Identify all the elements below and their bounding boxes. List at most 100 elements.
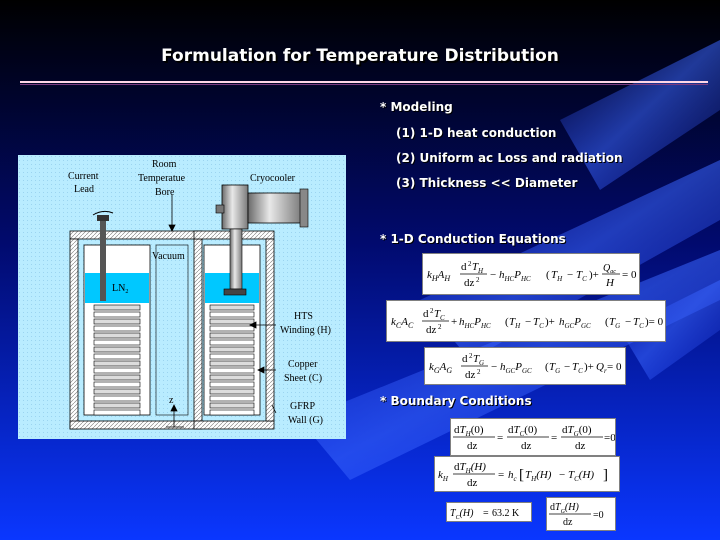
modeling-item-3: (3) Thickness << Diameter xyxy=(396,176,578,190)
winding-plate xyxy=(209,367,255,374)
label-cryocooler: Cryocooler xyxy=(250,173,296,184)
label-ln2: LN2 xyxy=(112,283,128,295)
winding-plate xyxy=(209,304,255,311)
svg-text:=: = xyxy=(483,508,489,519)
winding-plate xyxy=(93,402,141,409)
label-gfrp-2: Wall (G) xyxy=(288,415,323,426)
svg-text:=: = xyxy=(551,432,557,444)
svg-text:hGCPGC: hGCPGC xyxy=(559,316,591,330)
svg-text:dTG(H): dTG(H) xyxy=(550,502,579,515)
label-hts-2: Winding (H) xyxy=(280,325,331,336)
svg-text:(: ( xyxy=(546,269,550,281)
label-bore-1: Room xyxy=(152,159,177,170)
winding-plate xyxy=(93,325,141,332)
svg-text:(: ( xyxy=(545,361,549,373)
winding-plate xyxy=(93,339,141,346)
right-winding xyxy=(209,304,255,416)
current-lead xyxy=(92,210,114,301)
conduction-heading: * 1-D Conduction Equations xyxy=(380,232,566,246)
winding-plate xyxy=(209,360,255,367)
svg-text:+: + xyxy=(451,316,457,328)
winding-plate xyxy=(209,374,255,381)
svg-text:TG: TG xyxy=(609,316,620,330)
winding-plate xyxy=(209,318,255,325)
svg-text:2: 2 xyxy=(476,276,480,284)
boundary-eq-4: dTG(H) dz =0 xyxy=(546,497,616,531)
boundary-heading: * Boundary Conditions xyxy=(380,394,532,408)
label-bore-2: Temperatue xyxy=(138,173,186,184)
label-z-axis: z xyxy=(169,395,174,406)
modeling-item-2: (2) Uniform ac Loss and radiation xyxy=(396,151,623,165)
svg-text:hHCPHC: hHCPHC xyxy=(459,316,491,330)
svg-text:TC: TC xyxy=(533,316,544,330)
svg-text:T: T xyxy=(434,308,441,320)
svg-text:dTH(H): dTH(H) xyxy=(454,461,486,475)
svg-text:=0: =0 xyxy=(604,432,615,444)
svg-text:TC(H): TC(H) xyxy=(568,469,594,483)
svg-text:d: d xyxy=(462,353,468,365)
label-gfrp-1: GFRP xyxy=(290,401,315,412)
svg-text:TH: TH xyxy=(551,269,563,283)
winding-plate xyxy=(209,311,255,318)
winding-plate xyxy=(93,346,141,353)
label-current-lead-1: Current xyxy=(68,171,99,182)
winding-plate xyxy=(209,402,255,409)
title-rule-shadow xyxy=(20,84,708,85)
cryostat-diagram: Current Lead Room Temperatue Bore Cryoco… xyxy=(18,155,346,439)
svg-text:−: − xyxy=(564,361,570,373)
svg-text:dTG(0): dTG(0) xyxy=(562,424,592,438)
winding-plate xyxy=(93,388,141,395)
svg-text:TH: TH xyxy=(509,316,521,330)
svg-text:kCAC: kCAC xyxy=(391,316,414,330)
winding-plate xyxy=(93,409,141,416)
winding-plate xyxy=(209,346,255,353)
winding-plate xyxy=(93,395,141,402)
svg-text:2: 2 xyxy=(430,307,434,315)
winding-plate xyxy=(93,311,141,318)
svg-text:−: − xyxy=(525,316,531,328)
svg-text:dz: dz xyxy=(465,369,476,381)
svg-text:TC: TC xyxy=(633,316,644,330)
boundary-eq-3: TC(H) = 63.2 K xyxy=(446,502,532,522)
tc-value: 63.2 K xyxy=(492,508,520,519)
svg-text:hGCPGC: hGCPGC xyxy=(500,361,532,375)
svg-text:dz: dz xyxy=(563,517,573,528)
svg-text:TH(H): TH(H) xyxy=(525,469,552,483)
boundary-eq-1: dTH(0) dz = dTC(0) dz = dTG(0) dz =0 xyxy=(450,418,616,456)
svg-text:TG: TG xyxy=(549,361,560,375)
svg-text:TC: TC xyxy=(572,361,583,375)
svg-text:dz: dz xyxy=(467,477,478,489)
svg-text:d: d xyxy=(423,308,429,320)
svg-text:TC(H): TC(H) xyxy=(450,508,474,521)
svg-text:Qr: Qr xyxy=(596,361,607,375)
winding-plate xyxy=(209,332,255,339)
svg-text:dz: dz xyxy=(575,440,586,452)
winding-plate xyxy=(93,360,141,367)
winding-plate xyxy=(93,353,141,360)
winding-plate xyxy=(209,339,255,346)
svg-text:dTH(0): dTH(0) xyxy=(454,424,484,438)
svg-text:)= 0: )= 0 xyxy=(645,316,664,328)
svg-text:−: − xyxy=(491,361,497,373)
title-rule xyxy=(20,81,708,83)
svg-text:hHCPHC: hHCPHC xyxy=(499,269,531,283)
winding-plate xyxy=(209,381,255,388)
winding-plate xyxy=(209,325,255,332)
label-current-lead-2: Lead xyxy=(74,184,94,195)
svg-text:= 0: = 0 xyxy=(607,361,622,373)
label-copper-2: Sheet (C) xyxy=(284,373,322,384)
svg-text:2: 2 xyxy=(438,323,442,331)
svg-text:(: ( xyxy=(605,316,609,328)
svg-text:−: − xyxy=(567,269,573,281)
svg-text:kHAH: kHAH xyxy=(427,269,451,283)
svg-text:2: 2 xyxy=(477,368,481,376)
svg-text:H: H xyxy=(477,267,484,275)
winding-plate xyxy=(209,388,255,395)
label-arrows xyxy=(166,195,277,428)
svg-text:2: 2 xyxy=(469,352,473,360)
svg-text:[: [ xyxy=(519,467,524,483)
svg-text:]: ] xyxy=(603,467,608,483)
cryocooler xyxy=(215,184,309,296)
svg-text:hc: hc xyxy=(508,469,518,483)
